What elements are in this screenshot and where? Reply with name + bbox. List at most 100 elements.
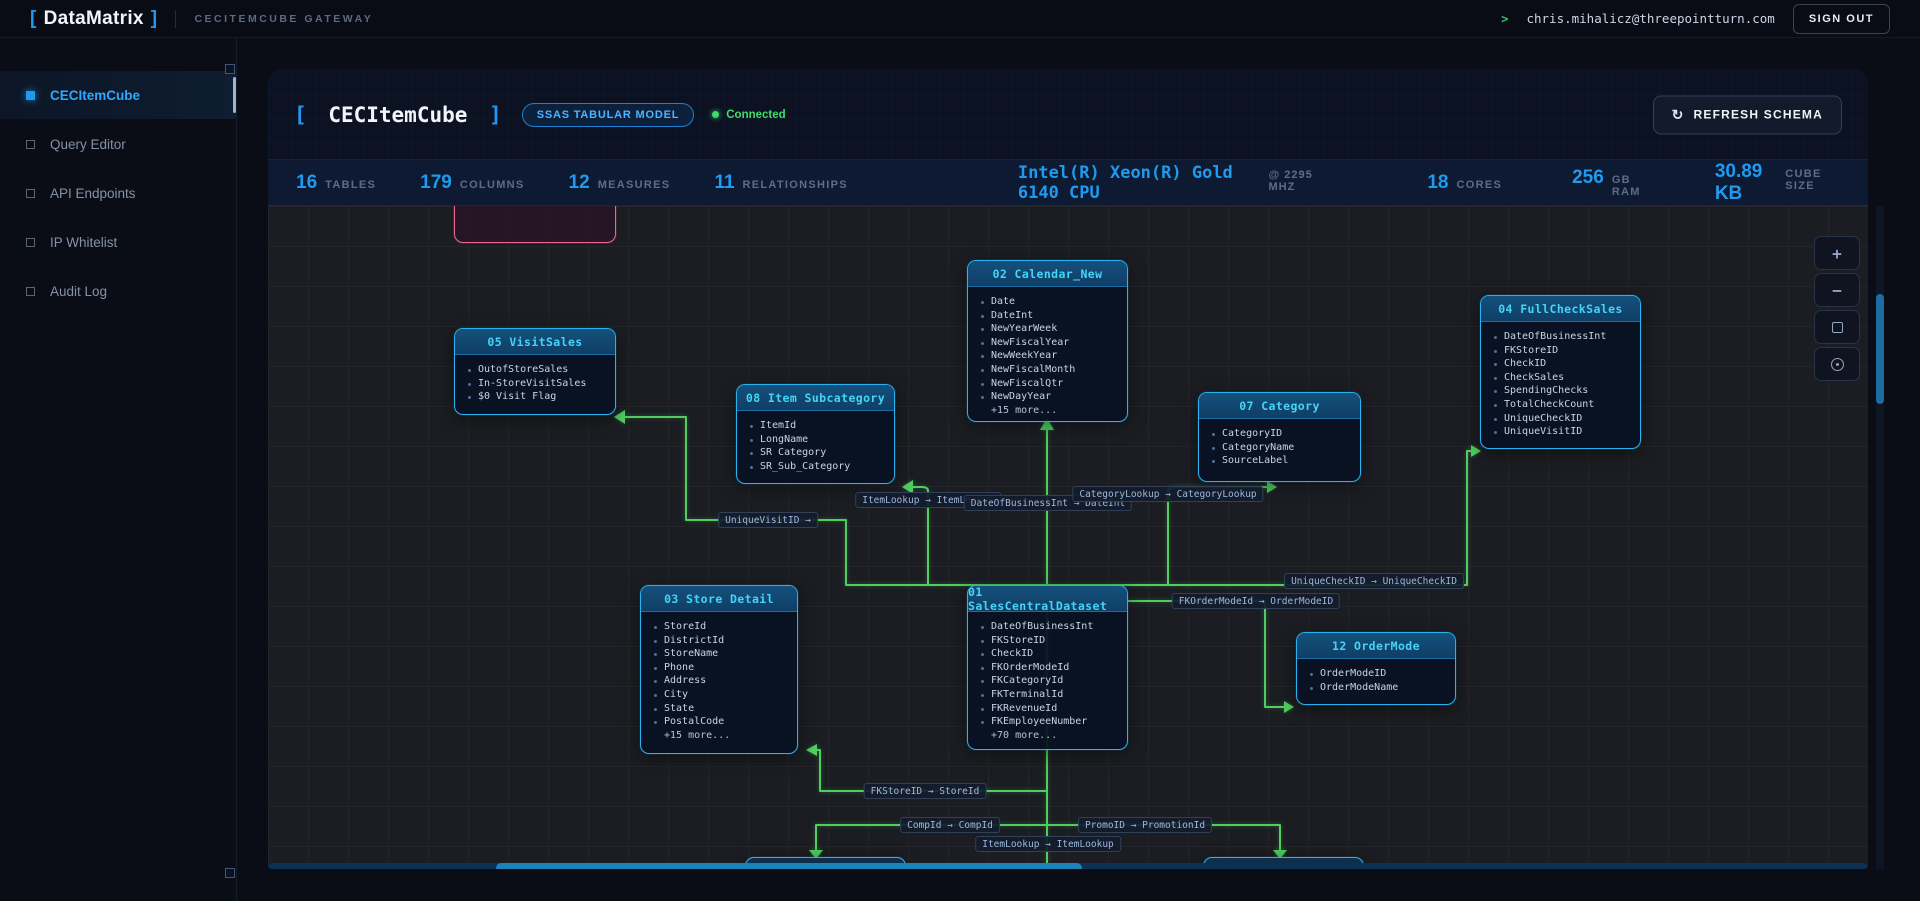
field: DateOfBusinessInt (1491, 330, 1634, 344)
title-bracket: [ (294, 103, 307, 127)
stat-value: 179 (420, 172, 452, 194)
field: CategoryName (1209, 441, 1354, 455)
model-type-badge: SSAS TABULAR MODEL (522, 103, 695, 127)
table-node-fullchecksales[interactable]: 04 FullCheckSales DateOfBusinessInt FKSt… (1480, 295, 1641, 449)
table-node-title[interactable]: 01 SalesCentralDataset (968, 586, 1127, 612)
reset-view-icon (1831, 358, 1844, 371)
field: LongName (747, 433, 888, 447)
table-node-salescentraldataset[interactable]: 01 SalesCentralDataset DateOfBusinessInt… (967, 585, 1128, 750)
table-node-title[interactable]: 02 Calendar_New (968, 261, 1127, 287)
field: FKTerminalId (978, 688, 1121, 702)
stat-value: 12 (569, 172, 590, 194)
field: SourceLabel (1209, 454, 1354, 468)
field: NewYearWeek (978, 322, 1121, 336)
field-more[interactable]: +70 more... (978, 729, 1121, 743)
gateway-label: CECITEMCUBE GATEWAY (194, 13, 373, 25)
top-bar: [ DataMatrix ] CECITEMCUBE GATEWAY > chr… (0, 0, 1920, 38)
stat-value: 16 (296, 172, 317, 194)
field: FKCategoryId (978, 674, 1121, 688)
field: NewWeekYear (978, 349, 1121, 363)
sidebar-item-query-editor[interactable]: Query Editor (0, 120, 236, 168)
table-node-title[interactable]: 03 Store Detail (641, 586, 797, 612)
cpu-name: Intel(R) Xeon(R) Gold 6140 CPU (1018, 163, 1259, 203)
square-icon (26, 91, 35, 100)
resize-handle-bottom[interactable] (225, 868, 235, 878)
refresh-schema-button[interactable]: ↻ REFRESH SCHEMA (1653, 95, 1842, 134)
edge-label: UniqueVisitID → (718, 512, 818, 528)
stat-label: GB RAM (1612, 174, 1645, 198)
sidebar-item-label: Audit Log (50, 284, 107, 299)
field: TotalCheckCount (1491, 398, 1634, 412)
horizontal-scrollbar[interactable] (268, 863, 1868, 869)
horizontal-scrollbar-thumb[interactable] (496, 863, 1082, 869)
table-node-calendar-new[interactable]: 02 Calendar_New Date DateInt NewYearWeek… (967, 260, 1128, 422)
field: In-StoreVisitSales (465, 377, 609, 391)
zoom-in-button[interactable]: + (1814, 236, 1860, 270)
sidebar-item-api-endpoints[interactable]: API Endpoints (0, 169, 236, 217)
square-icon (26, 140, 35, 149)
field: SpendingChecks (1491, 384, 1634, 398)
cpu-info: Intel(R) Xeon(R) Gold 6140 CPU @ 2295 MH… (1018, 163, 1327, 203)
logo-bracket: [ (30, 8, 37, 30)
edge-label: PromoID → PromotionId (1078, 817, 1212, 833)
prompt-chevron-icon: > (1501, 12, 1508, 26)
edge-label: CategoryLookup → CategoryLookup (1072, 486, 1263, 502)
table-node-ordermode[interactable]: 12 OrderMode OrderModeID OrderModeName (1296, 632, 1456, 705)
field: FKOrderModeId (978, 661, 1121, 675)
fit-view-button[interactable] (1814, 310, 1860, 344)
stat-columns: 179 COLUMNS (420, 172, 524, 194)
resize-handle-top[interactable] (225, 64, 235, 74)
field: SR_Sub_Category (747, 460, 888, 474)
divider (175, 10, 176, 28)
reset-view-button[interactable] (1814, 347, 1860, 381)
table-node-title[interactable]: 07 Category (1199, 393, 1360, 419)
table-node-partial-pink[interactable]: +4 more... (454, 206, 616, 243)
schema-panel: [ CECItemCube ] SSAS TABULAR MODEL Conne… (268, 70, 1868, 869)
edge-label: FKOrderModeId → OrderModeID (1172, 593, 1340, 609)
table-node-visitsales[interactable]: 05 VisitSales OutofStoreSales In-StoreVi… (454, 328, 616, 415)
edge-label: UniqueCheckID → UniqueCheckID (1284, 573, 1464, 589)
cube-name: CECItemCube (328, 103, 467, 127)
field: Date (978, 295, 1121, 309)
field: NewDayYear (978, 390, 1121, 404)
field: SR Category (747, 446, 888, 460)
plus-icon: + (1832, 244, 1842, 263)
field: OrderModeName (1307, 681, 1449, 695)
square-icon (26, 287, 35, 296)
zoom-out-button[interactable]: − (1814, 273, 1860, 307)
field: NewFiscalQtr (978, 377, 1121, 391)
logo-bracket: ] (151, 8, 158, 30)
refresh-label: REFRESH SCHEMA (1694, 108, 1823, 122)
stat-value: 256 (1572, 167, 1604, 189)
field: State (651, 702, 791, 716)
edge-label: FKStoreID → StoreId (864, 783, 987, 799)
table-node-category[interactable]: 07 Category CategoryID CategoryName Sour… (1198, 392, 1361, 482)
status-label: Connected (726, 109, 785, 121)
field: OrderModeID (1307, 667, 1449, 681)
connection-status: Connected (712, 109, 785, 121)
sidebar-item-cecitemcube[interactable]: CECItemCube (0, 71, 236, 119)
sign-out-button[interactable]: SIGN OUT (1793, 4, 1890, 34)
stat-label: TABLES (325, 179, 376, 191)
table-node-title[interactable]: 05 VisitSales (455, 329, 615, 355)
field-more[interactable]: +15 more... (651, 729, 791, 743)
field: FKRevenueId (978, 702, 1121, 716)
table-node-item-subcategory[interactable]: 08 Item Subcategory ItemId LongName SR C… (736, 384, 895, 484)
field: OutofStoreSales (465, 363, 609, 377)
schema-canvas[interactable]: +4 more... 02 Calendar_New Date DateInt … (268, 206, 1868, 869)
table-node-title[interactable]: 08 Item Subcategory (737, 385, 894, 411)
field: ItemId (747, 419, 888, 433)
title-bracket: ] (489, 103, 502, 127)
schema-header: [ CECItemCube ] SSAS TABULAR MODEL Conne… (268, 70, 1868, 159)
stat-label: COLUMNS (460, 179, 525, 191)
table-node-title[interactable]: 04 FullCheckSales (1481, 296, 1640, 322)
stat-measures: 12 MEASURES (569, 172, 671, 194)
sidebar-item-ip-whitelist[interactable]: IP Whitelist (0, 218, 236, 266)
table-node-title[interactable]: 12 OrderMode (1297, 633, 1455, 659)
sidebar-item-audit-log[interactable]: Audit Log (0, 267, 236, 315)
field-more[interactable]: +15 more... (978, 404, 1121, 418)
vertical-scrollbar-thumb[interactable] (1876, 294, 1884, 404)
table-node-store-detail[interactable]: 03 Store Detail StoreId DistrictId Store… (640, 585, 798, 754)
field: NewFiscalMonth (978, 363, 1121, 377)
